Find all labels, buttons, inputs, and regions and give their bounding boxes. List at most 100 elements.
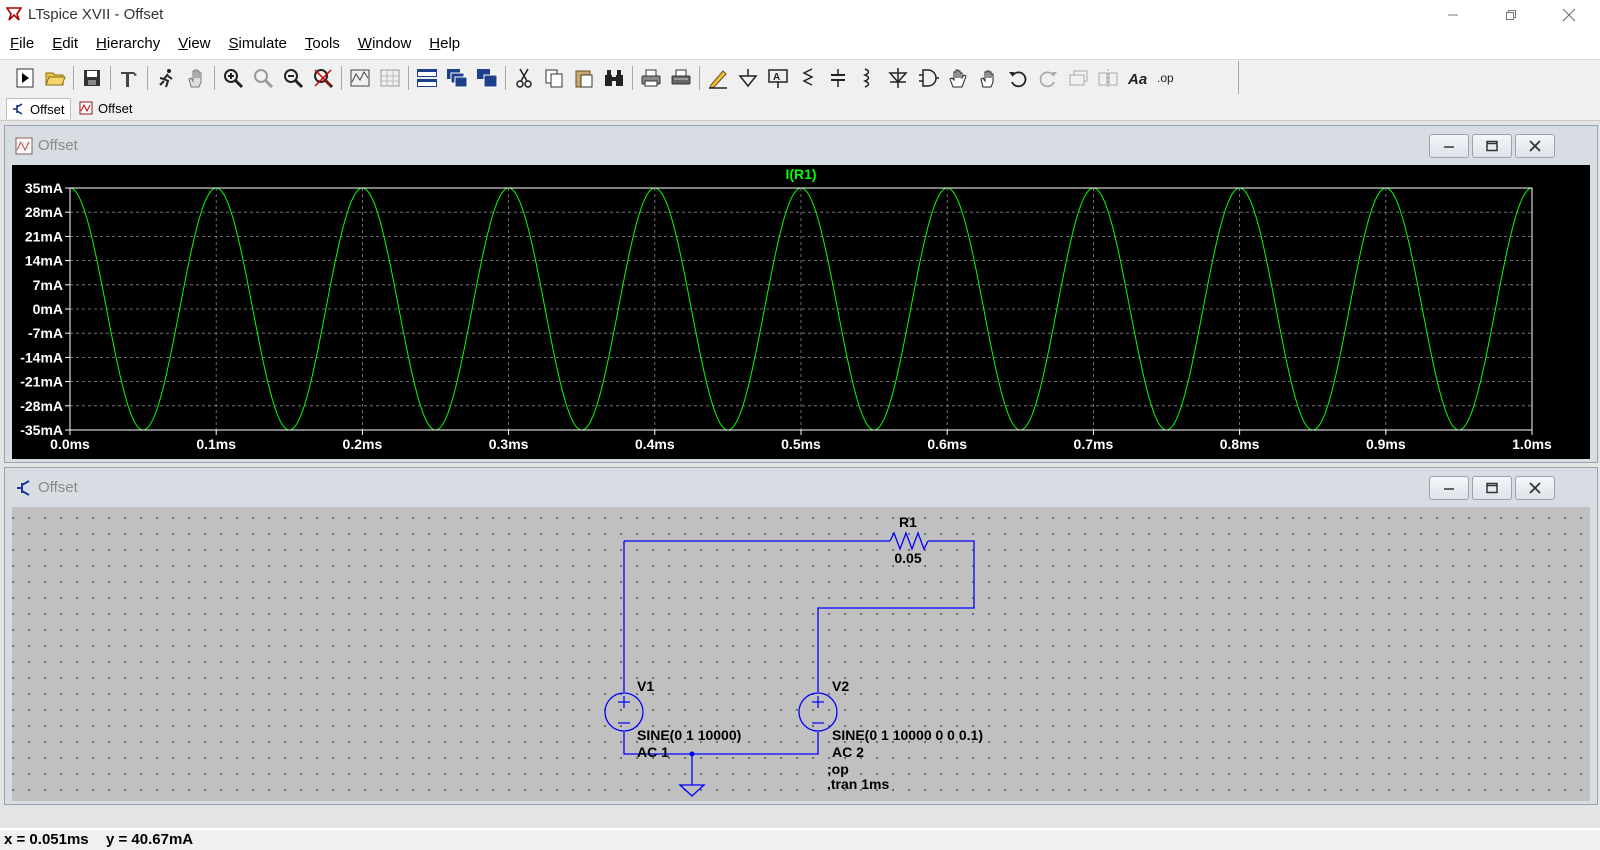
schematic-close-button[interactable] (1515, 476, 1555, 500)
x-tick-label: 0.5ms (781, 436, 821, 452)
cut-button[interactable] (512, 66, 536, 90)
undo-button[interactable] (1006, 66, 1030, 90)
pan-button[interactable] (251, 66, 275, 90)
directive-tran[interactable]: .tran 1ms (827, 776, 889, 792)
directive-op[interactable]: ;op (827, 761, 849, 777)
toolbar-separator (214, 65, 215, 90)
menu-help[interactable]: Help (420, 30, 469, 58)
resistor-r1[interactable] (889, 531, 929, 551)
save-button[interactable] (80, 66, 104, 90)
waveform-minimize-button[interactable] (1429, 134, 1469, 158)
autorange-button[interactable] (348, 66, 372, 90)
resistor-button[interactable] (796, 66, 820, 90)
ground-symbol[interactable] (678, 784, 706, 797)
schematic-window: Offset (4, 467, 1598, 805)
menu-file[interactable]: File (1, 30, 43, 58)
wire[interactable] (817, 540, 975, 692)
zoom-fit-button[interactable] (311, 66, 335, 90)
rotate-button[interactable] (1066, 66, 1090, 90)
tile-horizontal-button[interactable] (415, 66, 439, 90)
menu-tools[interactable]: Tools (296, 30, 349, 58)
move-button[interactable] (946, 66, 970, 90)
draw-wire-button[interactable] (706, 66, 730, 90)
tile-vertical-button[interactable] (475, 66, 499, 90)
waveform-maximize-button[interactable] (1472, 134, 1512, 158)
inductor-button[interactable] (856, 66, 880, 90)
label-net-button[interactable]: A (766, 66, 790, 90)
print-setup-icon (671, 69, 691, 84)
svg-text:.op: .op (1157, 71, 1174, 85)
paste-button[interactable] (572, 66, 596, 90)
copy-button[interactable] (542, 66, 566, 90)
voltage-source-v1[interactable] (604, 692, 644, 732)
r1-name-label[interactable]: R1 (899, 514, 917, 530)
undo-icon (1009, 70, 1027, 87)
waveform-window-titlebar: Offset (5, 126, 1597, 164)
restore-button[interactable] (1488, 0, 1534, 30)
trace-label[interactable]: I(R1) (785, 166, 816, 182)
close-icon (1529, 140, 1541, 152)
wire[interactable] (623, 732, 819, 755)
spice-directive-button[interactable]: .op (1156, 66, 1180, 90)
new-schematic-button[interactable] (13, 66, 37, 90)
print-button[interactable] (639, 66, 663, 90)
r1-value-label[interactable]: 0.05 (894, 550, 921, 566)
schematic-minimize-button[interactable] (1429, 476, 1469, 500)
toolbar: A Aa .op (0, 59, 1600, 97)
schematic-icon (17, 480, 30, 496)
x-tick-label: 0.4ms (635, 436, 675, 452)
v2-value-label[interactable]: SINE(0 1 10000 0 0 0.1) (832, 727, 983, 743)
drag-button[interactable] (976, 66, 1000, 90)
tab-waveform-label: Offset (98, 100, 133, 116)
cascade-button[interactable] (445, 66, 469, 90)
schematic-maximize-button[interactable] (1472, 476, 1512, 500)
mirror-button[interactable] (1096, 66, 1120, 90)
menu-simulate[interactable]: Simulate (220, 30, 296, 58)
y-tick-label: -7mA (28, 325, 63, 341)
ground-button[interactable] (736, 66, 760, 90)
y-tick-label: 0mA (33, 301, 63, 317)
waveform-close-button[interactable] (1515, 134, 1555, 158)
open-button[interactable] (43, 66, 67, 90)
voltage-source-v2[interactable] (798, 692, 838, 732)
schematic-canvas[interactable]: R1 0.05 V1 SINE(0 1 10000) AC 1 V2 SINE(… (12, 507, 1590, 801)
x-tick-label: 0.6ms (927, 436, 967, 452)
control-panel-button[interactable] (117, 66, 141, 90)
menu-tools-label: ools (312, 35, 340, 52)
ground-icon (738, 68, 758, 87)
y-tick-label: -28mA (20, 398, 63, 414)
run-button[interactable] (154, 66, 178, 90)
tab-waveform[interactable]: Offset (75, 98, 138, 118)
maximize-icon (1486, 482, 1498, 494)
waveform-icon (79, 101, 93, 115)
menu-window[interactable]: Window (349, 30, 420, 58)
schematic-drawing: R1 0.05 V1 SINE(0 1 10000) AC 1 V2 SINE(… (604, 514, 983, 797)
menu-view[interactable]: View (169, 30, 219, 58)
zoom-out-icon (284, 68, 304, 88)
grid-button[interactable] (378, 66, 402, 90)
print-setup-button[interactable] (669, 66, 693, 90)
menu-hierarchy[interactable]: Hierarchy (87, 30, 169, 58)
diode-button[interactable] (886, 66, 910, 90)
menu-edit[interactable]: Edit (43, 30, 87, 58)
redo-icon (1039, 70, 1057, 87)
text-button[interactable]: Aa (1126, 66, 1150, 90)
y-tick-label: 35mA (25, 180, 63, 196)
v1-value-label[interactable]: SINE(0 1 10000) (637, 727, 741, 743)
tab-schematic[interactable]: Offset (6, 98, 72, 119)
find-button[interactable] (602, 66, 626, 90)
v1-name-label[interactable]: V1 (637, 678, 654, 694)
minimize-button[interactable] (1430, 0, 1476, 30)
capacitor-button[interactable] (826, 66, 850, 90)
v2-ac-label[interactable]: AC 2 (832, 744, 864, 760)
v1-ac-label[interactable]: AC 1 (637, 744, 669, 760)
pencil-icon (709, 69, 727, 89)
v2-name-label[interactable]: V2 (832, 678, 849, 694)
redo-button[interactable] (1036, 66, 1060, 90)
component-button[interactable] (916, 66, 940, 90)
close-button[interactable] (1546, 0, 1592, 30)
zoom-out-button[interactable] (281, 66, 305, 90)
halt-button[interactable] (184, 66, 208, 90)
zoom-in-button[interactable] (221, 66, 245, 90)
